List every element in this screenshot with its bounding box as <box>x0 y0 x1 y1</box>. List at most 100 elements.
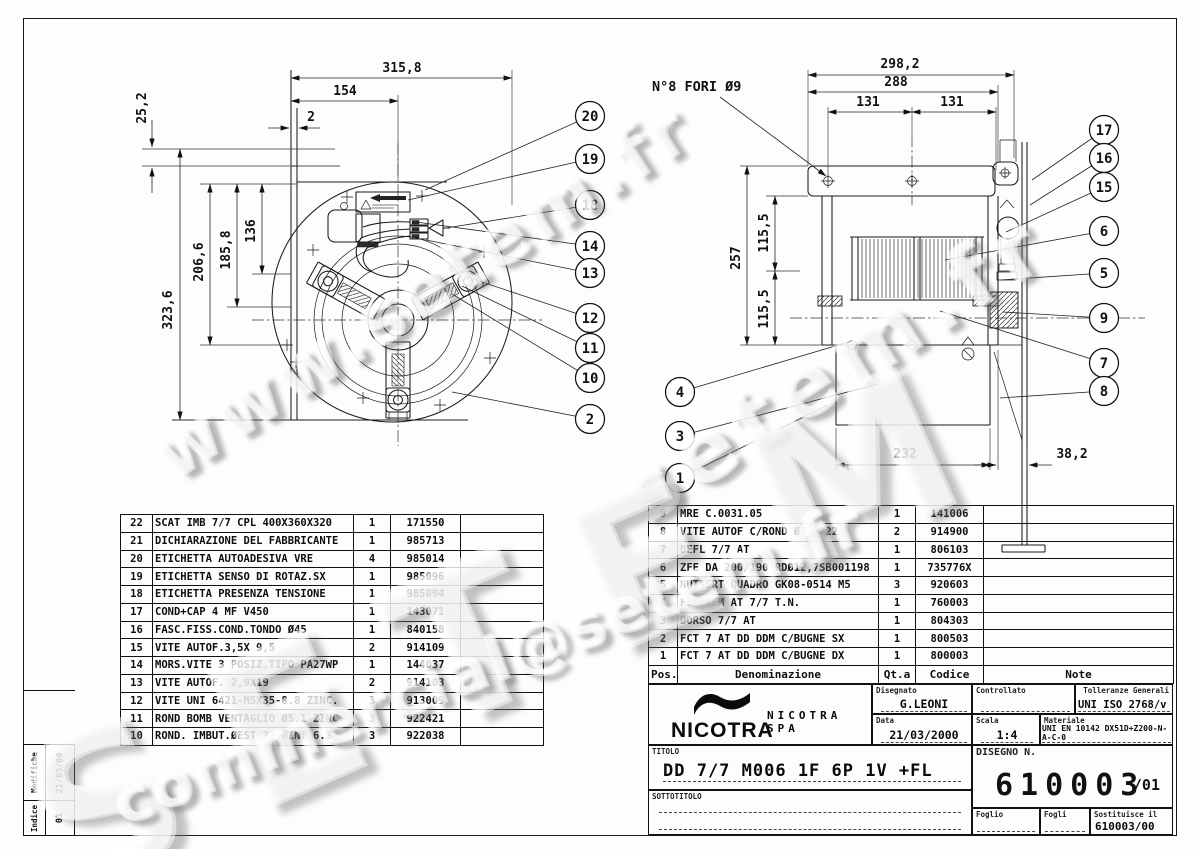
part-row: 17 COND+CAP 4 MF V450 1 143071 <box>120 602 544 622</box>
part-code: 985713 <box>390 531 461 551</box>
part-row: 9 MRE C.0031.05 1 141006 <box>648 505 1174 524</box>
part-qty: 3 <box>353 691 391 711</box>
balloon-5: 5 <box>999 257 1120 289</box>
modifiche-value: 21/03/00 <box>55 752 66 793</box>
part-code: 913009 <box>390 691 461 711</box>
drawn-label: Disegnato <box>876 686 917 695</box>
svg-text:18: 18 <box>582 198 599 214</box>
part-code: 922038 <box>390 727 461 746</box>
svg-text:11: 11 <box>582 341 599 357</box>
part-qty: 1 <box>878 647 916 666</box>
balloon-4: 4 <box>664 340 853 408</box>
part-code: 171550 <box>390 514 461 533</box>
parts-header-row: Pos. Denominazione Qt.a Codice Note <box>648 664 1174 684</box>
part-qty: 3 <box>878 576 916 595</box>
modifiche-label: Modifiche <box>30 752 40 793</box>
svg-text:6: 6 <box>1100 224 1108 240</box>
part-pos: 21 <box>120 531 153 551</box>
part-note <box>983 576 1174 595</box>
part-qty: 1 <box>878 505 916 524</box>
part-pos: 18 <box>120 585 153 604</box>
part-qty: 2 <box>353 638 391 657</box>
date-value: 21/03/2000 <box>881 728 967 743</box>
motor-bracket <box>989 139 1046 553</box>
part-qty: 2 <box>353 673 391 693</box>
part-note <box>983 558 1174 577</box>
part-code: 985014 <box>390 549 461 569</box>
part-note <box>983 505 1174 524</box>
part-code: 804303 <box>915 611 984 631</box>
part-pos: 5 <box>648 576 678 595</box>
part-code: 760003 <box>915 593 984 613</box>
indice-header-cell: Indice <box>23 800 46 836</box>
tolerances-value: UNI ISO 2768/v <box>1078 699 1170 712</box>
part-code: 985094 <box>390 585 461 604</box>
part-qty: 3 <box>353 727 391 746</box>
checked-value <box>981 698 1070 712</box>
part-denomination: FCT 7 AT DD DDM C/BUGNE DX <box>677 647 879 666</box>
part-row: 3 DORSO 7/7 AT 1 804303 <box>648 611 1174 631</box>
balloon-14: 14 <box>415 221 606 262</box>
part-row: 22 SCAT IMB 7/7 CPL 400X360X320 1 171550 <box>120 514 544 533</box>
svg-text:5: 5 <box>1100 266 1108 282</box>
part-note <box>983 522 1174 542</box>
part-row: 14 MORS.VITE 3 POSIZ.TIPO PA27WP 1 14403… <box>120 656 544 675</box>
material-cell: Materiale UNI EN 10142 DX51D+Z200-N-A-C-… <box>1040 714 1173 745</box>
title-label: TITOLO <box>652 747 680 756</box>
balloon-19: 19 <box>407 143 606 201</box>
part-note <box>460 656 544 675</box>
part-row: 20 ETICHETTA AUTOADESIVA VRE 4 985014 <box>120 549 544 569</box>
part-note <box>460 673 544 693</box>
balloon-10: 10 <box>451 293 606 394</box>
tolerances-cell: Tolleranze Generali UNI ISO 2768/v <box>1075 684 1173 714</box>
part-row: 13 VITE AUTOF. 2,9X19 2 914103 <box>120 673 544 693</box>
material-label: Materiale <box>1044 716 1085 725</box>
part-note <box>460 638 544 657</box>
part-pos: 16 <box>120 620 153 640</box>
part-code: 800503 <box>915 629 984 648</box>
right-view-front <box>790 135 1145 553</box>
part-denomination: VITE AUTOF. 2,9X19 <box>152 673 354 693</box>
balloon-8: 8 <box>999 375 1120 407</box>
date-cell: Data 21/03/2000 <box>872 714 972 745</box>
subtitle-cell: SOTTOTITOLO <box>648 790 972 835</box>
title-block: NICOTRA NICOTRA SPA Disegnato G.LEONI Co… <box>648 684 1173 835</box>
holes-note: N°8 FORI Ø9 <box>652 79 741 95</box>
tolerances-label: Tolleranze Generali <box>1083 686 1169 695</box>
part-pos: 13 <box>120 673 153 693</box>
balloon-15: 15 <box>1005 171 1120 233</box>
indice-label: Indice <box>30 804 39 832</box>
date-label: Data <box>876 716 895 725</box>
part-code: 800003 <box>915 647 984 666</box>
part-code: 143071 <box>390 602 461 622</box>
title-cell: TITOLO DD 7/7 M006 1F 6P 1V +FL <box>648 745 972 790</box>
dim-label: 38,2 <box>1056 447 1087 462</box>
svg-text:14: 14 <box>582 239 599 255</box>
part-row: 7 DEFL 7/7 AT 1 806103 <box>648 540 1174 560</box>
part-pos: 14 <box>120 656 153 675</box>
company-logo-text: NICOTRA <box>671 719 774 742</box>
part-denomination: DORSO 7/7 AT <box>677 611 879 631</box>
part-denomination: VITE AUTOF C/ROND Ø4,2X22 <box>677 522 879 542</box>
part-pos: 3 <box>648 611 678 631</box>
drawn-cell: Disegnato G.LEONI <box>872 684 972 714</box>
svg-text:20: 20 <box>582 109 599 125</box>
dim-label: 115,5 <box>757 213 772 252</box>
svg-text:19: 19 <box>582 152 599 168</box>
part-denomination: FASC.FISS.COND.TONDO Ø45 <box>152 620 354 640</box>
replaces-cell: Sostituisce il 610003/00 <box>1090 808 1173 835</box>
part-qty: 1 <box>878 540 916 560</box>
dim-label: 185,8 <box>219 230 234 269</box>
svg-text:10: 10 <box>582 371 599 387</box>
indice-value: 01 <box>55 812 65 824</box>
part-row: 2 FCT 7 AT DD DDM C/BUGNE SX 1 800503 <box>648 629 1174 648</box>
part-code: 806103 <box>915 540 984 560</box>
part-row: 5 NUTSERT QUADRO GK08-0514 M5 3 920603 <box>648 576 1174 595</box>
part-qty: 1 <box>878 629 916 648</box>
part-code: 985096 <box>390 567 461 586</box>
part-denomination: NUTSERT QUADRO GK08-0514 M5 <box>677 576 879 595</box>
part-denomination: COND+CAP 4 MF V450 <box>152 602 354 622</box>
sheet-label: Foglio <box>976 810 1004 819</box>
